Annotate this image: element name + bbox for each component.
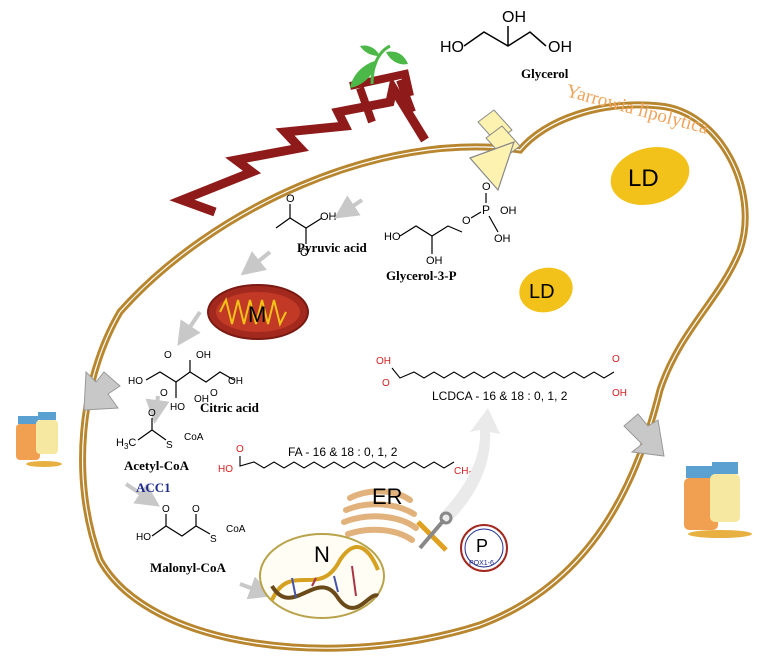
svg-text:O: O — [160, 388, 168, 399]
malonyl-coa-label: Malonyl-CoA — [150, 560, 226, 575]
export-arrow-left — [83, 370, 121, 411]
svg-text:CoA: CoA — [226, 524, 246, 535]
glycerol-3-p-structure: HO OH O P O OH OH — [384, 181, 517, 267]
svg-text:HO: HO — [384, 231, 401, 243]
product-bottles-right-icon — [684, 462, 752, 538]
svg-text:O: O — [164, 350, 172, 361]
lcdca-label: LCDCA - 16 & 18 : 0, 1, 2 — [432, 389, 568, 403]
membrane-transporter — [169, 69, 429, 217]
svg-text:P: P — [476, 536, 488, 556]
malonyl-coa-structure: HO O O S CoA — [136, 504, 246, 545]
svg-text:OH: OH — [194, 394, 209, 405]
lcdca-structure: OH O O OH — [376, 354, 627, 399]
svg-text:HO: HO — [128, 376, 143, 387]
svg-text:POX1-6: POX1-6 — [469, 560, 494, 567]
svg-text:OH: OH — [548, 39, 572, 56]
fa-label: FA - 16 & 18 : 0, 1, 2 — [288, 445, 398, 459]
lipid-droplet-small: LD — [519, 267, 573, 313]
svg-text:LD: LD — [628, 165, 659, 192]
svg-text:OH: OH — [228, 376, 243, 387]
svg-text:OH: OH — [612, 388, 627, 399]
product-bottles-left-icon — [16, 412, 62, 467]
svg-text:CoA: CoA — [184, 432, 204, 443]
svg-text:O: O — [612, 354, 620, 365]
endoplasmic-reticulum: ER — [341, 484, 419, 543]
pyruvic-acid-structure: O OH O — [275, 193, 337, 259]
svg-text:HO: HO — [136, 532, 151, 543]
svg-text:O: O — [192, 504, 200, 515]
svg-text:M: M — [248, 302, 266, 327]
acc1-label: ACC1 — [136, 480, 171, 495]
lipid-droplet-large: LD — [610, 147, 690, 205]
svg-text:O: O — [236, 444, 244, 455]
glycerol-structure: OH HO OH — [440, 9, 572, 56]
mitochondrion: M — [207, 284, 309, 340]
svg-text:O: O — [300, 247, 309, 259]
svg-text:N: N — [314, 542, 330, 567]
svg-text:OH: OH — [320, 211, 337, 223]
tools-icon — [416, 511, 453, 552]
svg-text:S: S — [210, 534, 217, 545]
svg-text:H3C: H3C — [116, 437, 136, 451]
svg-text:O: O — [462, 215, 471, 227]
uptake-arrow — [468, 109, 521, 192]
peroxisome: P POX1-6 — [460, 524, 508, 572]
acetyl-coa-structure: H3C O S CoA — [116, 408, 204, 451]
citric-acid-structure: O OH HO OH O O HO OH — [128, 350, 243, 413]
export-arrow-right — [623, 413, 665, 457]
omega-oxidation-arrow — [440, 408, 500, 524]
pyruvic-acid-label: Pyruvic acid — [297, 240, 367, 255]
acetyl-coa-label: Acetyl-CoA — [124, 458, 190, 473]
svg-text:OH: OH — [502, 9, 526, 26]
svg-text:LD: LD — [529, 281, 555, 303]
citric-acid-label: Citric acid — [200, 400, 260, 415]
svg-text:S: S — [166, 440, 173, 451]
nucleus: N — [259, 533, 385, 619]
glycerol-3-p-label: Glycerol-3-P — [386, 268, 457, 283]
svg-text:ER: ER — [372, 484, 403, 509]
svg-text:OH: OH — [494, 233, 511, 245]
svg-text:O: O — [482, 181, 491, 193]
svg-text:P: P — [482, 203, 490, 217]
sprout-icon — [350, 44, 408, 88]
svg-text:O: O — [382, 378, 390, 389]
svg-text:O: O — [286, 193, 295, 205]
svg-text:HO: HO — [170, 402, 185, 413]
svg-text:O: O — [210, 388, 218, 399]
svg-text:HO: HO — [218, 464, 233, 475]
svg-text:O: O — [162, 504, 170, 515]
pathway-arrows — [124, 195, 364, 600]
svg-text:HO: HO — [440, 39, 464, 56]
glycerol-label: Glycerol — [521, 66, 569, 81]
svg-text:OH: OH — [196, 350, 211, 361]
svg-text:OH: OH — [500, 205, 517, 217]
svg-text:OH: OH — [376, 356, 391, 367]
svg-text:O: O — [148, 408, 156, 419]
svg-text:OH: OH — [426, 255, 443, 267]
